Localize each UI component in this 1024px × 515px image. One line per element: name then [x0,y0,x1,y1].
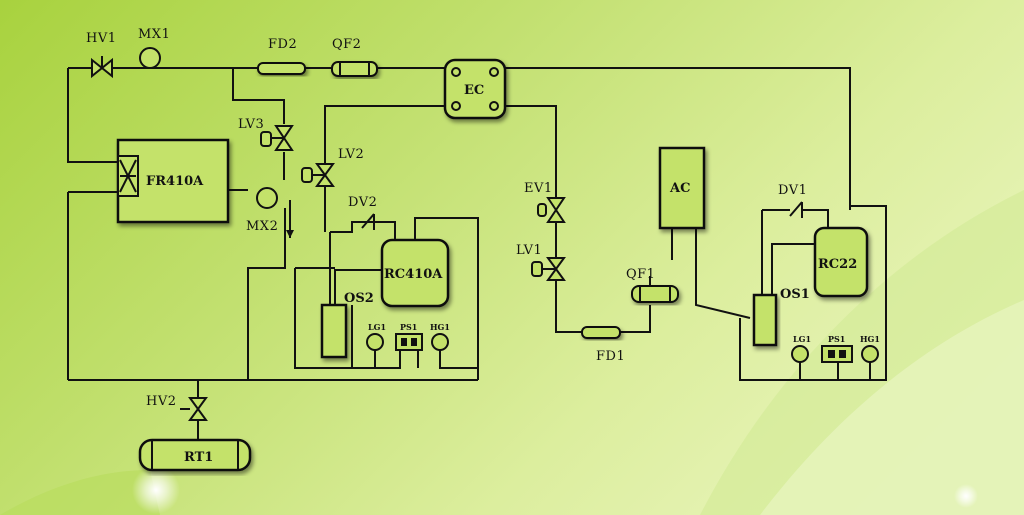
gauge-lg1-right: LG1 [791,334,811,363]
pressure-switch-ps1-right: PS1 [821,334,853,363]
label-fr410a: FR410A [146,174,204,189]
gauge-lg1-left: LG1 [366,322,386,351]
gauge-hg1-left: HG1 [430,322,450,351]
label-dv2: DV2 [348,195,377,210]
valve-hv2[interactable]: HV2 [146,394,208,421]
label-os1: OS1 [780,287,810,302]
oil-separator-os2: OS2 [320,291,374,359]
label-lv2: LV2 [338,147,364,162]
compressor-rc410a: RC410A [380,238,450,308]
label-rc410a: RC410A [384,267,443,282]
valve-lv1[interactable]: LV1 [516,243,566,281]
receiver-tank-rt1: RT1 [138,438,252,472]
label-lv3: LV3 [238,117,264,132]
valve-hv1[interactable]: HV1 [86,31,117,79]
label-ec: EC [464,83,484,98]
label-qf2: QF2 [332,37,361,52]
label-fd1: FD1 [596,349,625,364]
label-rt1: RT1 [184,450,213,465]
gauge-hg1-right: HG1 [860,334,880,363]
label-rc22: RC22 [818,257,857,272]
label-lg1-left: LG1 [368,322,386,332]
filter-drier-fd2: FD2 [257,37,306,75]
oil-separator-os1: OS1 [752,287,810,347]
pressure-switch-ps1-left: PS1 [395,322,423,351]
filter-drier-fd1: FD1 [581,326,625,364]
label-hv1: HV1 [86,31,117,46]
label-mx1: MX1 [138,27,170,42]
label-hg1-right: HG1 [860,334,880,344]
label-dv1: DV1 [778,183,807,198]
label-mx2: MX2 [246,219,278,234]
label-qf1: QF1 [626,267,655,282]
label-lv1: LV1 [516,243,542,258]
label-ps1-left: PS1 [400,322,417,332]
freezer-fr410a: FR410A [116,138,230,224]
sight-glass-qf2: QF2 [331,37,378,77]
valve-ev1[interactable]: EV1 [524,181,566,223]
label-os2: OS2 [344,291,374,306]
label-hv2: HV2 [146,394,177,409]
piping-lines [67,67,887,440]
evaporator-condenser-ec: EC [443,58,507,120]
compressor-rc22: RC22 [813,226,869,298]
valve-lv2[interactable]: LV2 [301,147,364,187]
label-ac: AC [669,181,690,196]
sight-glass-qf1: QF1 [626,267,679,303]
label-ev1: EV1 [524,181,553,196]
label-ps1-right: PS1 [828,334,845,344]
check-valve-dv2: DV2 [348,195,377,230]
pressure-gauge-mx2: MX2 [246,187,278,234]
valve-lv3[interactable]: LV3 [238,117,294,151]
pressure-gauge-mx1: MX1 [138,27,170,69]
label-hg1-left: HG1 [430,322,450,332]
check-valve-dv1: DV1 [770,183,815,218]
label-lg1-right: LG1 [793,334,811,344]
air-cooler-ac: AC [658,146,706,230]
label-fd2: FD2 [268,37,297,52]
